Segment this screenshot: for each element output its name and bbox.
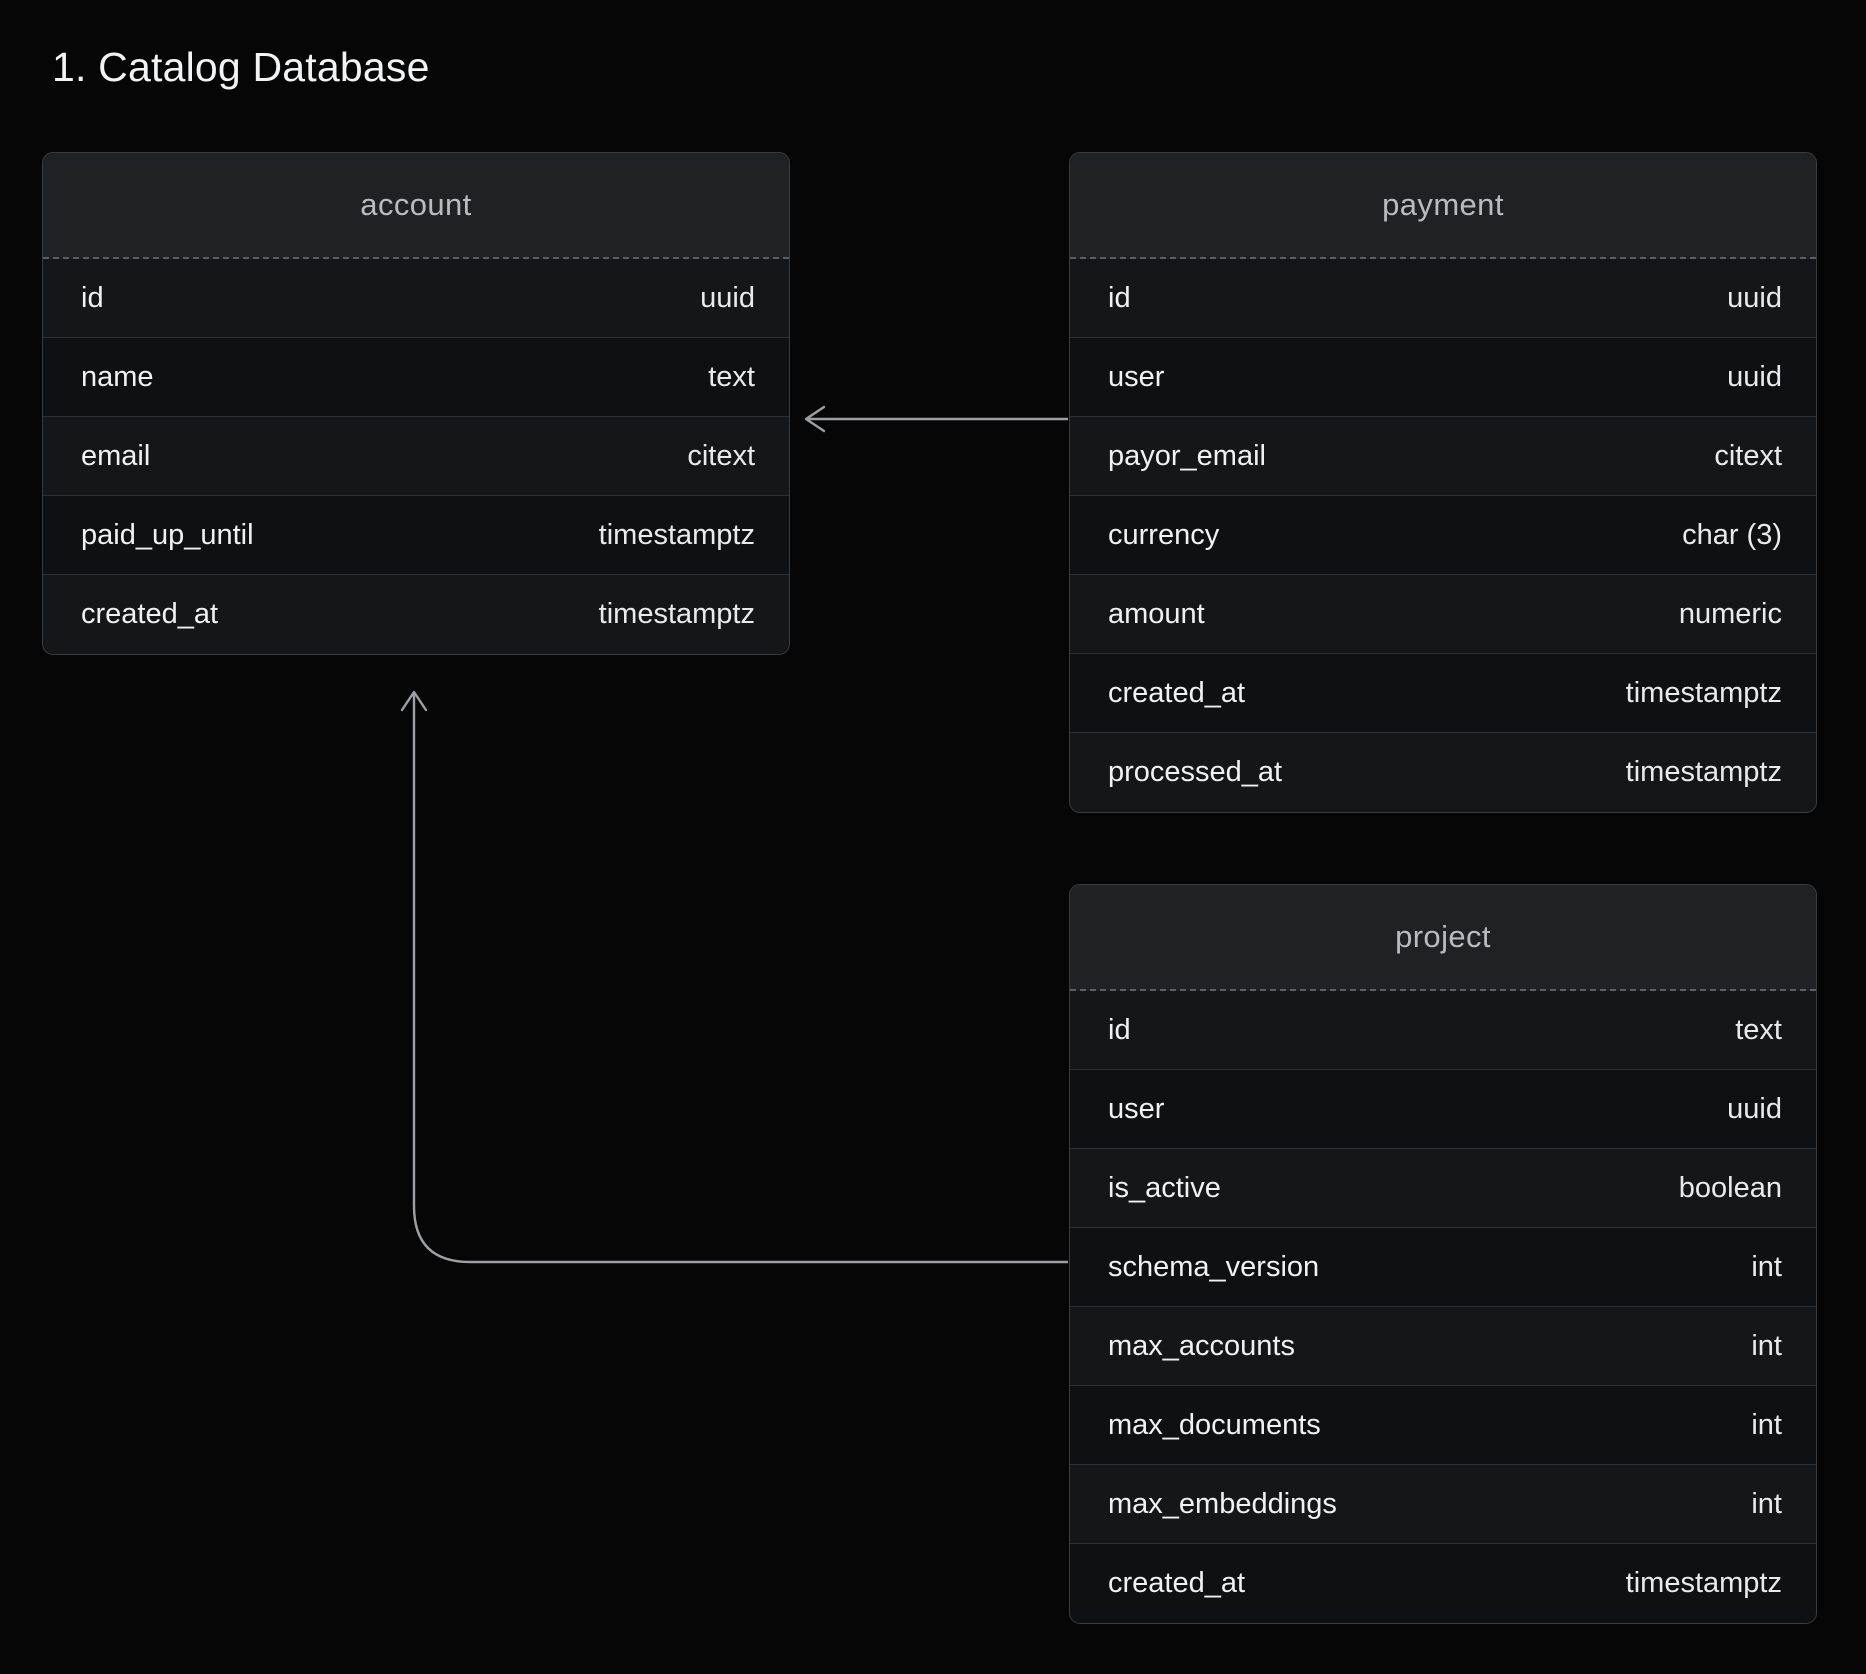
table-title-project: project: [1395, 919, 1491, 955]
page-title: 1. Catalog Database: [52, 44, 430, 91]
table-row[interactable]: id text: [1070, 991, 1816, 1070]
column-type: timestamptz: [1626, 756, 1782, 789]
column-name: processed_at: [1108, 756, 1282, 789]
column-name: email: [81, 440, 150, 473]
column-name: schema_version: [1108, 1251, 1319, 1284]
table-row[interactable]: paid_up_until timestamptz: [43, 496, 789, 575]
table-card-project[interactable]: project id text user uuid is_active bool…: [1069, 884, 1817, 1624]
column-type: int: [1751, 1488, 1782, 1521]
column-type: citext: [1714, 440, 1782, 473]
column-type: boolean: [1679, 1172, 1782, 1205]
column-name: created_at: [1108, 1567, 1245, 1600]
column-name: is_active: [1108, 1172, 1221, 1205]
column-type: timestamptz: [599, 598, 755, 631]
table-row[interactable]: schema_version int: [1070, 1228, 1816, 1307]
column-name: currency: [1108, 519, 1219, 552]
table-row[interactable]: max_embeddings int: [1070, 1465, 1816, 1544]
table-title-payment: payment: [1382, 187, 1504, 223]
column-name: created_at: [1108, 677, 1245, 710]
table-row[interactable]: currency char (3): [1070, 496, 1816, 575]
column-type: int: [1751, 1251, 1782, 1284]
table-header-account: account: [43, 153, 789, 259]
column-type: uuid: [700, 282, 755, 315]
table-card-payment[interactable]: payment id uuid user uuid payor_email ci…: [1069, 152, 1817, 813]
column-name: user: [1108, 361, 1164, 394]
column-name: name: [81, 361, 154, 394]
column-type: uuid: [1727, 282, 1782, 315]
column-type: timestamptz: [1626, 677, 1782, 710]
column-name: user: [1108, 1093, 1164, 1126]
table-row[interactable]: payor_email citext: [1070, 417, 1816, 496]
column-type: int: [1751, 1409, 1782, 1442]
table-title-account: account: [360, 187, 471, 223]
column-name: created_at: [81, 598, 218, 631]
column-name: max_documents: [1108, 1409, 1321, 1442]
column-name: paid_up_until: [81, 519, 254, 552]
column-type: numeric: [1679, 598, 1782, 631]
table-row[interactable]: created_at timestamptz: [1070, 654, 1816, 733]
column-type: text: [1735, 1014, 1782, 1047]
column-name: id: [81, 282, 104, 315]
table-row[interactable]: name text: [43, 338, 789, 417]
table-row[interactable]: created_at timestamptz: [43, 575, 789, 654]
table-row[interactable]: user uuid: [1070, 338, 1816, 417]
table-row[interactable]: user uuid: [1070, 1070, 1816, 1149]
table-header-project: project: [1070, 885, 1816, 991]
column-type: timestamptz: [1626, 1567, 1782, 1600]
table-row[interactable]: id uuid: [1070, 259, 1816, 338]
table-card-account[interactable]: account id uuid name text email citext p…: [42, 152, 790, 655]
column-name: max_embeddings: [1108, 1488, 1337, 1521]
table-row[interactable]: created_at timestamptz: [1070, 1544, 1816, 1623]
relationship-project-to-account: [402, 692, 1068, 1262]
table-header-payment: payment: [1070, 153, 1816, 259]
table-row[interactable]: amount numeric: [1070, 575, 1816, 654]
column-type: char (3): [1682, 519, 1782, 552]
column-name: amount: [1108, 598, 1205, 631]
table-row[interactable]: max_accounts int: [1070, 1307, 1816, 1386]
column-type: uuid: [1727, 1093, 1782, 1126]
column-name: payor_email: [1108, 440, 1266, 473]
column-name: max_accounts: [1108, 1330, 1295, 1363]
column-type: citext: [687, 440, 755, 473]
column-type: text: [708, 361, 755, 394]
relationship-payment-to-account: [806, 407, 1068, 431]
column-name: id: [1108, 1014, 1131, 1047]
table-row[interactable]: max_documents int: [1070, 1386, 1816, 1465]
table-row[interactable]: email citext: [43, 417, 789, 496]
column-type: uuid: [1727, 361, 1782, 394]
table-row[interactable]: id uuid: [43, 259, 789, 338]
table-row[interactable]: is_active boolean: [1070, 1149, 1816, 1228]
column-type: timestamptz: [599, 519, 755, 552]
column-name: id: [1108, 282, 1131, 315]
table-row[interactable]: processed_at timestamptz: [1070, 733, 1816, 812]
column-type: int: [1751, 1330, 1782, 1363]
